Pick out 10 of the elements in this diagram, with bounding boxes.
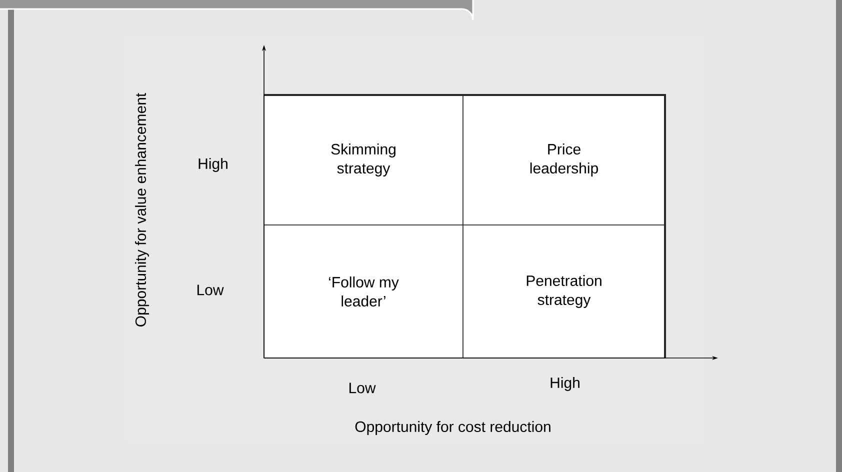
axis-title: Opportunity for value enhancement [135, 93, 149, 326]
matrix-cell: Price leadership [462, 94, 666, 226]
axis-value: High [198, 158, 228, 172]
matrix-cell: Skimming strategy [264, 94, 464, 226]
axis-value: High [550, 377, 580, 391]
axis-value: Low [197, 284, 224, 296]
axis-value: Low [349, 382, 376, 394]
matrix-cell: Penetration strategy [462, 224, 666, 358]
axis-title: Opportunity for cost reduction [355, 421, 550, 435]
matrix-cell: ‘Follow my leader’ [264, 224, 464, 358]
